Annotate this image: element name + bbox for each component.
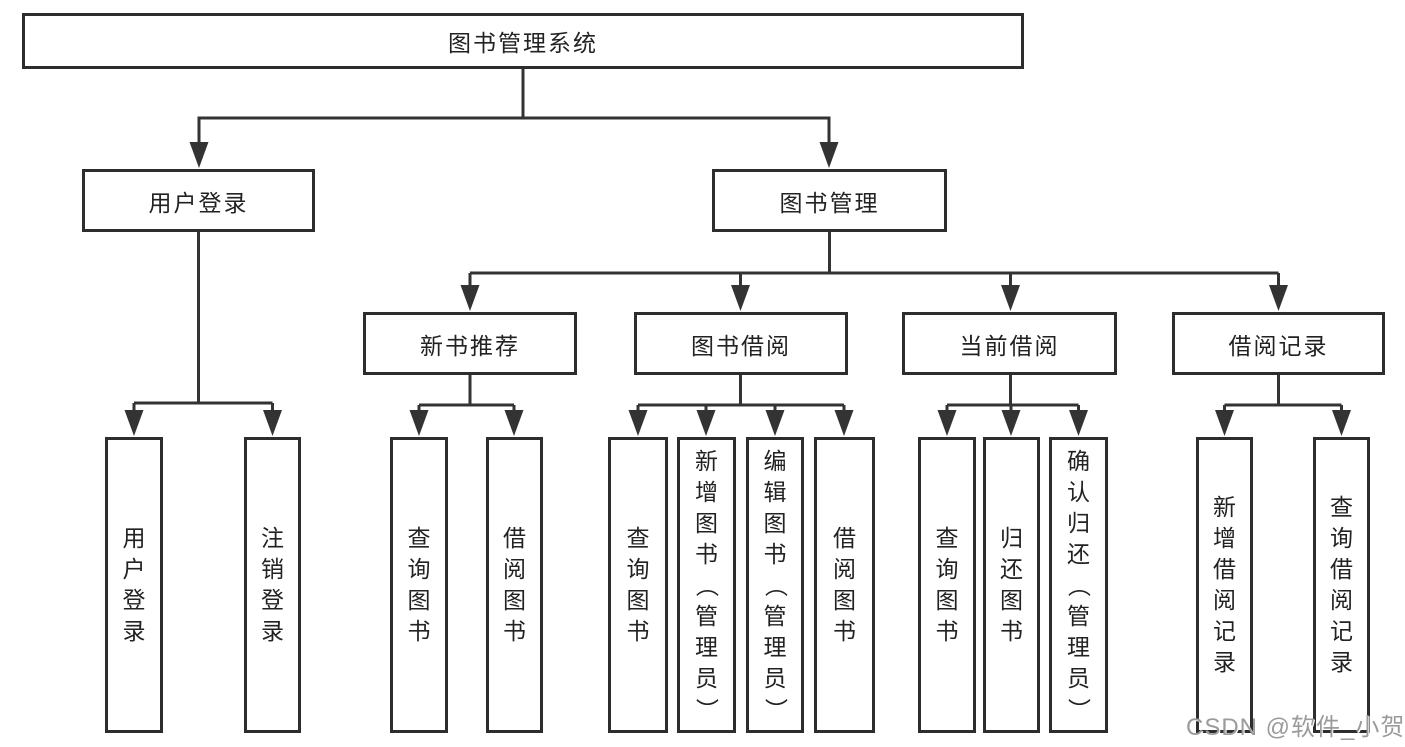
leaf-query-books-current: 查询图书	[918, 437, 976, 733]
node-label: 新书推荐	[420, 332, 520, 359]
node-root-library-system: 图书管理系统	[22, 13, 1024, 69]
leaf-query-borrow-record: 查询借阅记录	[1313, 437, 1370, 733]
leaf-add-book-admin: 新增图书（管理员）	[677, 437, 736, 733]
leaf-user-login: 用户登录	[105, 437, 163, 733]
node-label: 查询借阅记录	[1330, 494, 1353, 675]
node-user-login: 用户登录	[82, 169, 315, 232]
leaf-logout: 注销登录	[244, 437, 301, 733]
node-new-book-recommend: 新书推荐	[363, 312, 577, 375]
node-label: 归还图书	[1000, 525, 1023, 644]
node-label: 查询图书	[626, 525, 650, 644]
node-label: 图书管理系统	[448, 30, 598, 56]
node-label: 用户登录	[122, 525, 146, 644]
leaf-edit-book-admin: 编辑图书（管理员）	[746, 437, 804, 733]
leaf-borrow-books-recommend: 借阅图书	[486, 437, 543, 733]
node-label: 确认归还（管理员）	[1066, 447, 1092, 721]
node-label: 当前借阅	[959, 332, 1060, 359]
node-book-borrowing: 图书借阅	[634, 312, 848, 375]
leaf-add-borrow-record: 新增借阅记录	[1196, 437, 1253, 733]
node-label: 查询图书	[935, 525, 959, 644]
node-label: 编辑图书（管理员）	[762, 447, 789, 721]
node-current-borrowing: 当前借阅	[902, 312, 1117, 375]
arrowhead-icons	[124, 142, 1351, 436]
node-label: 图书管理	[779, 189, 880, 216]
leaf-return-book: 归还图书	[983, 437, 1040, 733]
node-label: 借阅图书	[503, 525, 526, 644]
leaf-query-books-borrow: 查询图书	[608, 437, 668, 733]
node-label: 查询图书	[407, 525, 431, 644]
leaf-confirm-return-admin: 确认归还（管理员）	[1049, 437, 1108, 733]
node-borrowing-records: 借阅记录	[1172, 312, 1385, 375]
node-book-management: 图书管理	[712, 169, 947, 232]
node-label: 借阅图书	[833, 525, 856, 644]
leaf-query-books-recommend: 查询图书	[390, 437, 448, 733]
node-label: 新增图书（管理员）	[694, 447, 720, 721]
node-label: 借阅记录	[1228, 332, 1329, 359]
node-label: 图书借阅	[691, 332, 791, 359]
node-label: 用户登录	[148, 189, 249, 216]
node-label: 注销登录	[261, 525, 284, 644]
leaf-borrow-books: 借阅图书	[814, 437, 875, 733]
node-label: 新增借阅记录	[1213, 494, 1236, 675]
watermark: CSDN @软件_小贺同学	[1186, 714, 1405, 741]
